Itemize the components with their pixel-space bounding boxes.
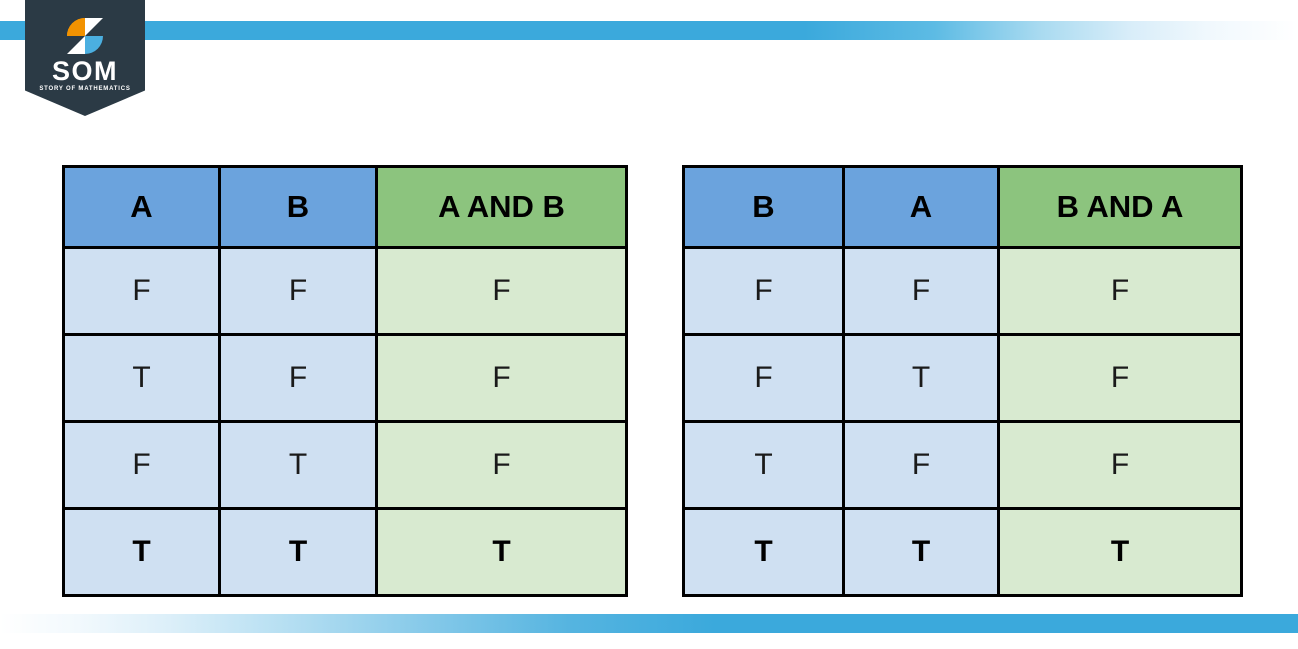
column-header-b-and-a: B AND A <box>997 165 1243 249</box>
truth-table-b-and-a: B A B AND A F F F F T F T F F T T T <box>682 165 1243 597</box>
table-row: T T T <box>62 507 628 597</box>
column-header-b: B <box>682 165 845 249</box>
cell-b: F <box>682 246 845 336</box>
cell-b: F <box>218 246 378 336</box>
cell-result: F <box>375 420 628 510</box>
cell-b: T <box>218 420 378 510</box>
cell-result: F <box>375 333 628 423</box>
top-accent-bar <box>0 21 1298 40</box>
cell-a: F <box>842 246 1000 336</box>
cell-result: T <box>375 507 628 597</box>
table-row: T F F <box>62 333 628 423</box>
brand-name: SOM <box>51 56 118 86</box>
cell-b: F <box>218 333 378 423</box>
cell-result: F <box>997 246 1243 336</box>
cell-result: T <box>997 507 1243 597</box>
cell-b: T <box>218 507 378 597</box>
som-s-mark-icon <box>64 15 106 57</box>
column-header-a: A <box>842 165 1000 249</box>
table-row: F T F <box>62 420 628 510</box>
cell-a: T <box>62 333 221 423</box>
bottom-accent-bar <box>0 614 1298 633</box>
column-header-a-and-b: A AND B <box>375 165 628 249</box>
table-header-row: A B A AND B <box>62 165 628 249</box>
cell-a: F <box>842 420 1000 510</box>
table-row: T T T <box>682 507 1243 597</box>
table-row: F T F <box>682 333 1243 423</box>
table-row: T F F <box>682 420 1243 510</box>
table-row: F F F <box>62 246 628 336</box>
cell-b: F <box>682 333 845 423</box>
cell-a: T <box>842 507 1000 597</box>
cell-a: F <box>62 420 221 510</box>
table-row: F F F <box>682 246 1243 336</box>
cell-b: T <box>682 507 845 597</box>
cell-a: T <box>842 333 1000 423</box>
som-logo: SOM STORY OF MATHEMATICS <box>25 0 145 116</box>
cell-result: F <box>375 246 628 336</box>
table-header-row: B A B AND A <box>682 165 1243 249</box>
cell-a: F <box>62 246 221 336</box>
cell-a: T <box>62 507 221 597</box>
cell-b: T <box>682 420 845 510</box>
column-header-b: B <box>218 165 378 249</box>
brand-tagline: STORY OF MATHEMATICS <box>39 86 131 92</box>
truth-table-a-and-b: A B A AND B F F F T F F F T F T T T <box>62 165 628 597</box>
column-header-a: A <box>62 165 221 249</box>
cell-result: F <box>997 420 1243 510</box>
cell-result: F <box>997 333 1243 423</box>
